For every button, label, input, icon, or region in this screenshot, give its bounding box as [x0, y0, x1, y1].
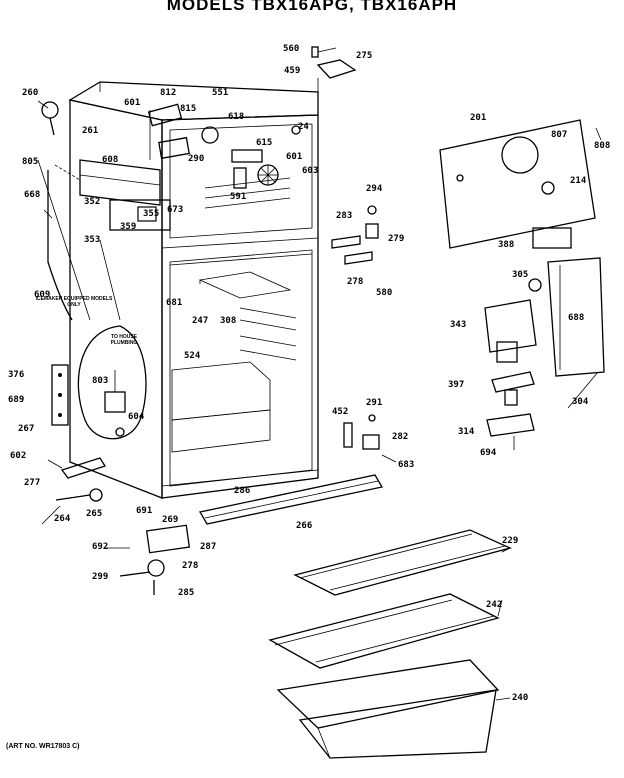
- part-label: 266: [296, 521, 313, 531]
- part-label: 269: [162, 515, 179, 525]
- part-label: 343: [450, 320, 467, 330]
- part-label: 560: [283, 44, 300, 54]
- part-label: 285: [178, 588, 195, 598]
- icemaker-note: ICEMAKER EQUIPPED MODELS ONLY: [35, 296, 113, 308]
- part-label: 242: [486, 600, 503, 610]
- part-label: 286: [234, 486, 251, 496]
- art-number: (ART NO. WR17803 C): [6, 743, 80, 750]
- part-label: 260: [22, 88, 39, 98]
- part-label: 688: [568, 313, 585, 323]
- cover-panel: [439, 119, 596, 249]
- part-label: 524: [184, 351, 201, 361]
- part-label: 201: [470, 113, 487, 123]
- part-label: 282: [392, 432, 409, 442]
- part-label: 240: [512, 693, 529, 703]
- part-label: 352: [84, 197, 101, 207]
- part-label: 459: [284, 66, 301, 76]
- part-label: 283: [336, 211, 353, 221]
- part-label: 602: [10, 451, 27, 461]
- damper-parts: [331, 205, 397, 463]
- part-label: 294: [366, 184, 383, 194]
- part-label: 604: [128, 412, 145, 422]
- part-label: 692: [92, 542, 109, 552]
- part-label: 388: [498, 240, 515, 250]
- part-label: 694: [480, 448, 497, 458]
- part-label: 615: [256, 138, 273, 148]
- part-label: 291: [366, 398, 383, 408]
- part-label: 264: [54, 514, 71, 524]
- part-label: 812: [160, 88, 177, 98]
- control-assembly: [484, 257, 605, 450]
- plumbing-note: TO HOUSE PLUMBING: [110, 334, 138, 346]
- part-label: 279: [388, 234, 405, 244]
- part-label: 355: [143, 209, 160, 219]
- part-label: 603: [302, 166, 319, 176]
- part-label: 580: [376, 288, 393, 298]
- part-label: 287: [200, 542, 217, 552]
- page-title: MODELS TBX16APG, TBX16APH: [166, 0, 458, 14]
- part-label: 681: [166, 298, 183, 308]
- part-label: 278: [347, 277, 364, 287]
- part-label: 314: [458, 427, 475, 437]
- part-label: 265: [86, 509, 103, 519]
- icemaker-assembly: [54, 159, 171, 231]
- leader-lines: [37, 47, 602, 701]
- part-label: 689: [8, 395, 25, 405]
- part-label: 229: [502, 536, 519, 546]
- part-label: 24: [298, 122, 309, 132]
- part-label: 683: [398, 460, 415, 470]
- part-label: 299: [92, 572, 109, 582]
- left-side-parts: [41, 101, 106, 502]
- water-line: [37, 159, 147, 440]
- part-label: 290: [188, 154, 205, 164]
- top-hinge: [311, 46, 357, 92]
- part-label: 247: [192, 316, 209, 326]
- part-label: 304: [572, 397, 589, 407]
- part-label: 359: [120, 222, 137, 232]
- part-label: 277: [24, 478, 41, 488]
- part-label: 305: [512, 270, 529, 280]
- toe-grille: [104, 474, 384, 595]
- part-label: 815: [180, 104, 197, 114]
- part-label: 618: [228, 112, 245, 122]
- part-label: 601: [124, 98, 141, 108]
- evaporator-fan-assembly: [147, 103, 301, 189]
- part-label: 805: [22, 157, 39, 167]
- part-label: 353: [84, 235, 101, 245]
- part-label: 807: [551, 130, 568, 140]
- part-label: 261: [82, 126, 99, 136]
- part-label: 551: [212, 88, 229, 98]
- shelves-and-crisper: [268, 529, 512, 759]
- part-label: 452: [332, 407, 349, 417]
- part-label: 397: [448, 380, 465, 390]
- part-label: 808: [594, 141, 611, 151]
- part-label: 609: [34, 290, 51, 300]
- refrigerator-cabinet: [68, 81, 319, 499]
- part-label: 691: [136, 506, 153, 516]
- part-label: 668: [24, 190, 41, 200]
- part-label: 214: [570, 176, 587, 186]
- part-label: 803: [92, 376, 109, 386]
- part-label: 267: [18, 424, 35, 434]
- part-label: 376: [8, 370, 25, 380]
- part-label: 278: [182, 561, 199, 571]
- part-label: 673: [167, 205, 184, 215]
- part-label: 601: [286, 152, 303, 162]
- part-label: 308: [220, 316, 237, 326]
- part-label: 275: [356, 51, 373, 61]
- part-label: 591: [230, 192, 247, 202]
- part-label: 608: [102, 155, 119, 165]
